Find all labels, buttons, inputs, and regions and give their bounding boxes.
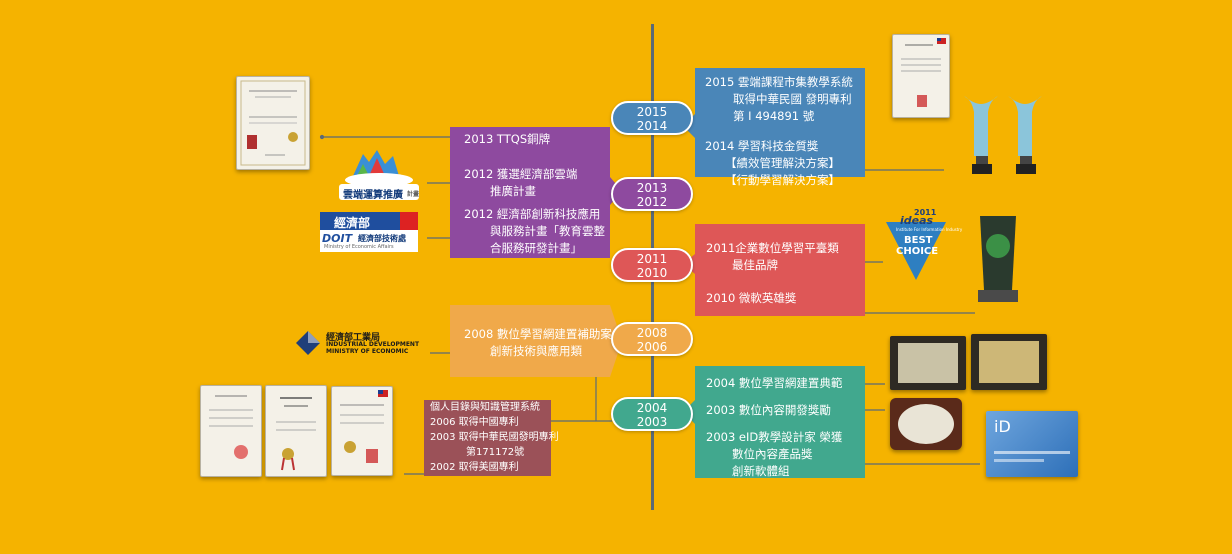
year-pill-2011-2010: 2011 2010 <box>611 248 693 282</box>
block-maroon: 個人目錄與知識管理系統 2006 取得中國專利 2003 取得中華民國發明專利 … <box>430 400 559 475</box>
red-entry2: 2010 微軟英雄獎 <box>706 291 797 305</box>
blue-entry1-line2: 取得中華民國 發明專利 <box>733 92 852 106</box>
block-blue: 2015 雲端課程市集教學系統 取得中華民國 發明專利 第 I 494891 號… <box>705 74 853 189</box>
ideas-word: ideas <box>900 214 934 227</box>
block-red-bg <box>683 224 865 316</box>
patent-tw-certificate-image <box>331 386 393 476</box>
plaque-image-2 <box>971 334 1047 390</box>
purple-entry3-line3: 合服務研發計畫」 <box>490 241 582 255</box>
blue-entry2-line2: 【績效管理解決方案】 <box>725 156 840 170</box>
year-2013: 2013 <box>636 181 668 195</box>
ideas-year: 2011 <box>914 208 937 217</box>
block-blue-bg <box>683 68 865 177</box>
purple-entry2-line1: 2012 獲選經濟部雲端 <box>464 167 578 181</box>
year-2012: 2012 <box>636 195 668 209</box>
year-2014: 2014 <box>636 119 668 133</box>
microsoft-hero-award-image <box>974 212 1022 306</box>
cloud-logo-text: 雲端運算推廣 <box>343 190 403 201</box>
year-pill-2004-2003: 2004 2003 <box>611 397 693 431</box>
block-orange-bg <box>450 305 622 377</box>
moea-name: 經濟部 <box>334 216 371 230</box>
ideas-sub: Institute For Information Industry <box>896 227 963 232</box>
patent-2015-certificate-image <box>892 34 950 118</box>
teal-entry2: 2003 數位內容開發獎勵 <box>706 403 831 417</box>
blue-entry1-line3: 第 I 494891 號 <box>733 109 815 123</box>
purple-entry3-line1: 2012 經濟部創新科技應用 <box>464 207 601 221</box>
block-purple: 2013 TTQS銅牌 2012 獲選經濟部雲端 推廣計畫 2012 經濟部創新… <box>464 131 605 257</box>
year-pill-2013-2012: 2013 2012 <box>611 177 693 211</box>
orange-entry1-line1: 2008 數位學習網建置補助案 <box>464 327 612 341</box>
year-2008: 2008 <box>636 326 668 340</box>
eid-product-box-image: iD <box>986 411 1078 477</box>
year-pill-2015-2014: 2015 2014 <box>611 101 693 135</box>
block-teal-bg <box>683 366 865 478</box>
ttqs-certificate-image <box>236 76 310 170</box>
maroon-line5: 2002 取得美國專利 <box>430 462 519 473</box>
idb-cn: 經濟部工業局 <box>326 333 381 343</box>
teal-entry1: 2004 數位學習網建置典範 <box>706 376 843 390</box>
maroon-line2: 2006 取得中國專利 <box>430 417 519 428</box>
purple-entry2-line2: 推廣計畫 <box>490 184 536 198</box>
block-teal: 2004 數位學習網建置典範 2003 數位內容開發獎勵 2003 eID教學設… <box>706 375 842 480</box>
orange-entry1-line2: 創新技術與應用類 <box>490 344 582 358</box>
teal-entry3-line2: 數位內容產品獎 <box>732 447 813 461</box>
teal-entry3-line1: 2003 eID教學設計家 榮獲 <box>706 430 843 444</box>
doit-en: Ministry of Economic Affairs <box>324 244 394 250</box>
doit-cn: 經濟部技術處 <box>358 234 406 243</box>
block-red: 2011企業數位學習平臺類 最佳品牌 2010 微軟英雄獎 <box>706 240 839 307</box>
year-2015: 2015 <box>636 105 668 119</box>
year-pill-2008-2006: 2008 2006 <box>611 322 693 356</box>
cloud-logo-sub: 計畫 <box>407 191 420 198</box>
year-2003: 2003 <box>636 415 668 429</box>
ideas-best: BEST <box>904 235 933 246</box>
patent-cn-certificate-image <box>200 385 262 477</box>
year-2006: 2006 <box>636 340 668 354</box>
blue-entry1-line1: 2015 雲端課程市集教學系統 <box>705 75 853 89</box>
red-entry1-line1: 2011企業數位學習平臺類 <box>706 241 839 255</box>
idb-en1: INDUSTRIAL DEVELOPMENT <box>326 341 420 348</box>
idb-logo: 經濟部工業局 INDUSTRIAL DEVELOPMENT MINISTRY O… <box>294 330 419 356</box>
eid-mark: iD <box>994 417 1011 436</box>
year-2011: 2011 <box>636 252 668 266</box>
red-entry1-line2: 最佳品牌 <box>732 258 778 272</box>
block-maroon-bg <box>424 400 551 476</box>
year-2004: 2004 <box>636 401 668 415</box>
plaque-image-1 <box>890 336 966 390</box>
maroon-line3: 2003 取得中華民國發明專利 <box>430 432 559 443</box>
purple-entry1: 2013 TTQS銅牌 <box>464 132 551 146</box>
oval-plaque-image <box>890 398 962 450</box>
ideas-best-choice-logo: 2011 ideas Institute For Information Ind… <box>884 208 962 282</box>
ideas-choice: CHOICE <box>896 246 939 257</box>
block-orange: 2008 數位學習網建置補助案 創新技術與應用類 <box>464 326 612 360</box>
purple-entry3-line2: 與服務計畫「教育雲整 <box>490 224 605 238</box>
idb-en2: MINISTRY OF ECONOMIC <box>326 348 409 355</box>
maroon-line1: 個人目錄與知識管理系統 <box>430 402 540 413</box>
patent-us-certificate-image <box>265 385 327 477</box>
block-purple-bg <box>450 127 622 258</box>
blue-entry2-line3: 【行動學習解決方案】 <box>725 173 840 187</box>
blue-entry2-line1: 2014 學習科技金質獎 <box>705 139 819 153</box>
year-2010: 2010 <box>636 266 668 280</box>
gold-award-trophies-image <box>958 90 1050 178</box>
teal-entry3-line3: 創新軟體組 <box>732 464 790 478</box>
maroon-line4: 第171172號 <box>466 447 525 458</box>
cloud-promotion-logo: 雲端運算推廣 計畫 <box>333 146 425 204</box>
doit-mark: DOIT <box>322 232 353 245</box>
moea-doit-logo: 經濟部 DOIT 經濟部技術處 Ministry of Economic Aff… <box>320 212 418 252</box>
